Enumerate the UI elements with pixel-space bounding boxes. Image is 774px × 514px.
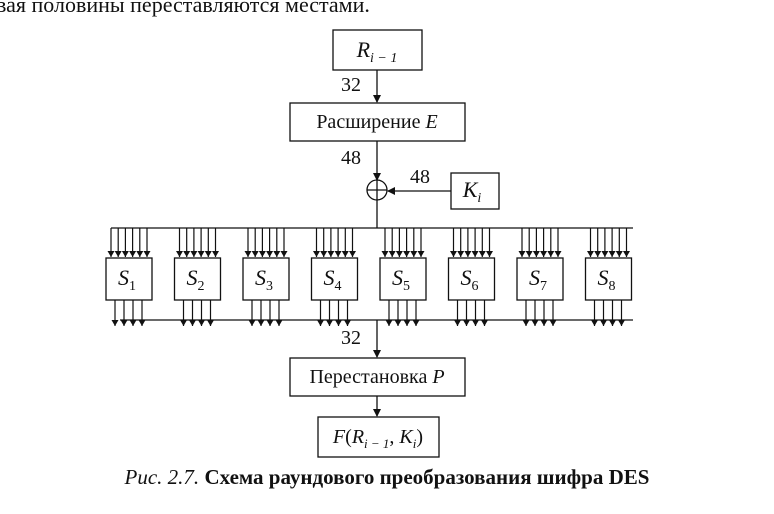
sbox-label: S1 (118, 265, 136, 294)
sbox-rect (516, 257, 564, 301)
output-label: F(Ri − 1, Ki) (332, 426, 423, 451)
sbox-rect (379, 257, 427, 301)
sbox-layer: S1 S2 S3 S4 S5 S6 S7 S8 (105, 228, 633, 326)
sbox-5: S5 (379, 228, 427, 326)
sbox-rect (242, 257, 290, 301)
sbox-label: S6 (461, 265, 479, 294)
xor-icon (366, 179, 388, 201)
bits-label-48-key: 48 (410, 166, 430, 188)
output-box (317, 416, 440, 458)
sbox-rect (105, 257, 153, 301)
permutation-label: Перестановка P (309, 366, 444, 388)
sbox-7: S7 (516, 228, 564, 326)
des-round-diagram: Ri − 1 32 Расширение E 48 Ki 48 S1 S2 S3 S4… (105, 29, 633, 458)
sbox-rect (310, 257, 359, 301)
sbox-6: S6 (447, 228, 496, 326)
sbox-label: S3 (255, 265, 273, 294)
sbox-rect (447, 257, 496, 301)
sbox-label: S2 (187, 265, 205, 294)
figure-title: Схема раундового преобразования шифра DE… (204, 465, 650, 489)
sbox-label: S7 (529, 265, 547, 294)
bits-label-48-left: 48 (341, 147, 361, 169)
sbox-3: S3 (242, 228, 290, 326)
sbox-label: S4 (324, 265, 342, 294)
sbox-label: S5 (392, 265, 410, 294)
expansion-label: Расширение E (316, 111, 437, 133)
sbox-1: S1 (105, 228, 153, 326)
input-label: Ri − 1 (356, 37, 398, 66)
figure-number: Рис. 2.7. (124, 465, 200, 489)
preceding-text-line: вая половины переставляются местами. (0, 0, 370, 17)
figure-caption: Рис. 2.7. Схема раундового преобразовани… (0, 465, 774, 490)
sbox-8: S8 (584, 228, 633, 326)
sbox-rect (173, 257, 222, 301)
sbox-4: S4 (310, 228, 359, 326)
sbox-rect (584, 257, 633, 301)
bits-label-32-top: 32 (341, 74, 361, 96)
sbox-2: S2 (173, 228, 222, 326)
key-label: Ki (462, 177, 482, 206)
bits-label-32-bottom: 32 (341, 327, 361, 349)
sbox-label: S8 (598, 265, 616, 294)
